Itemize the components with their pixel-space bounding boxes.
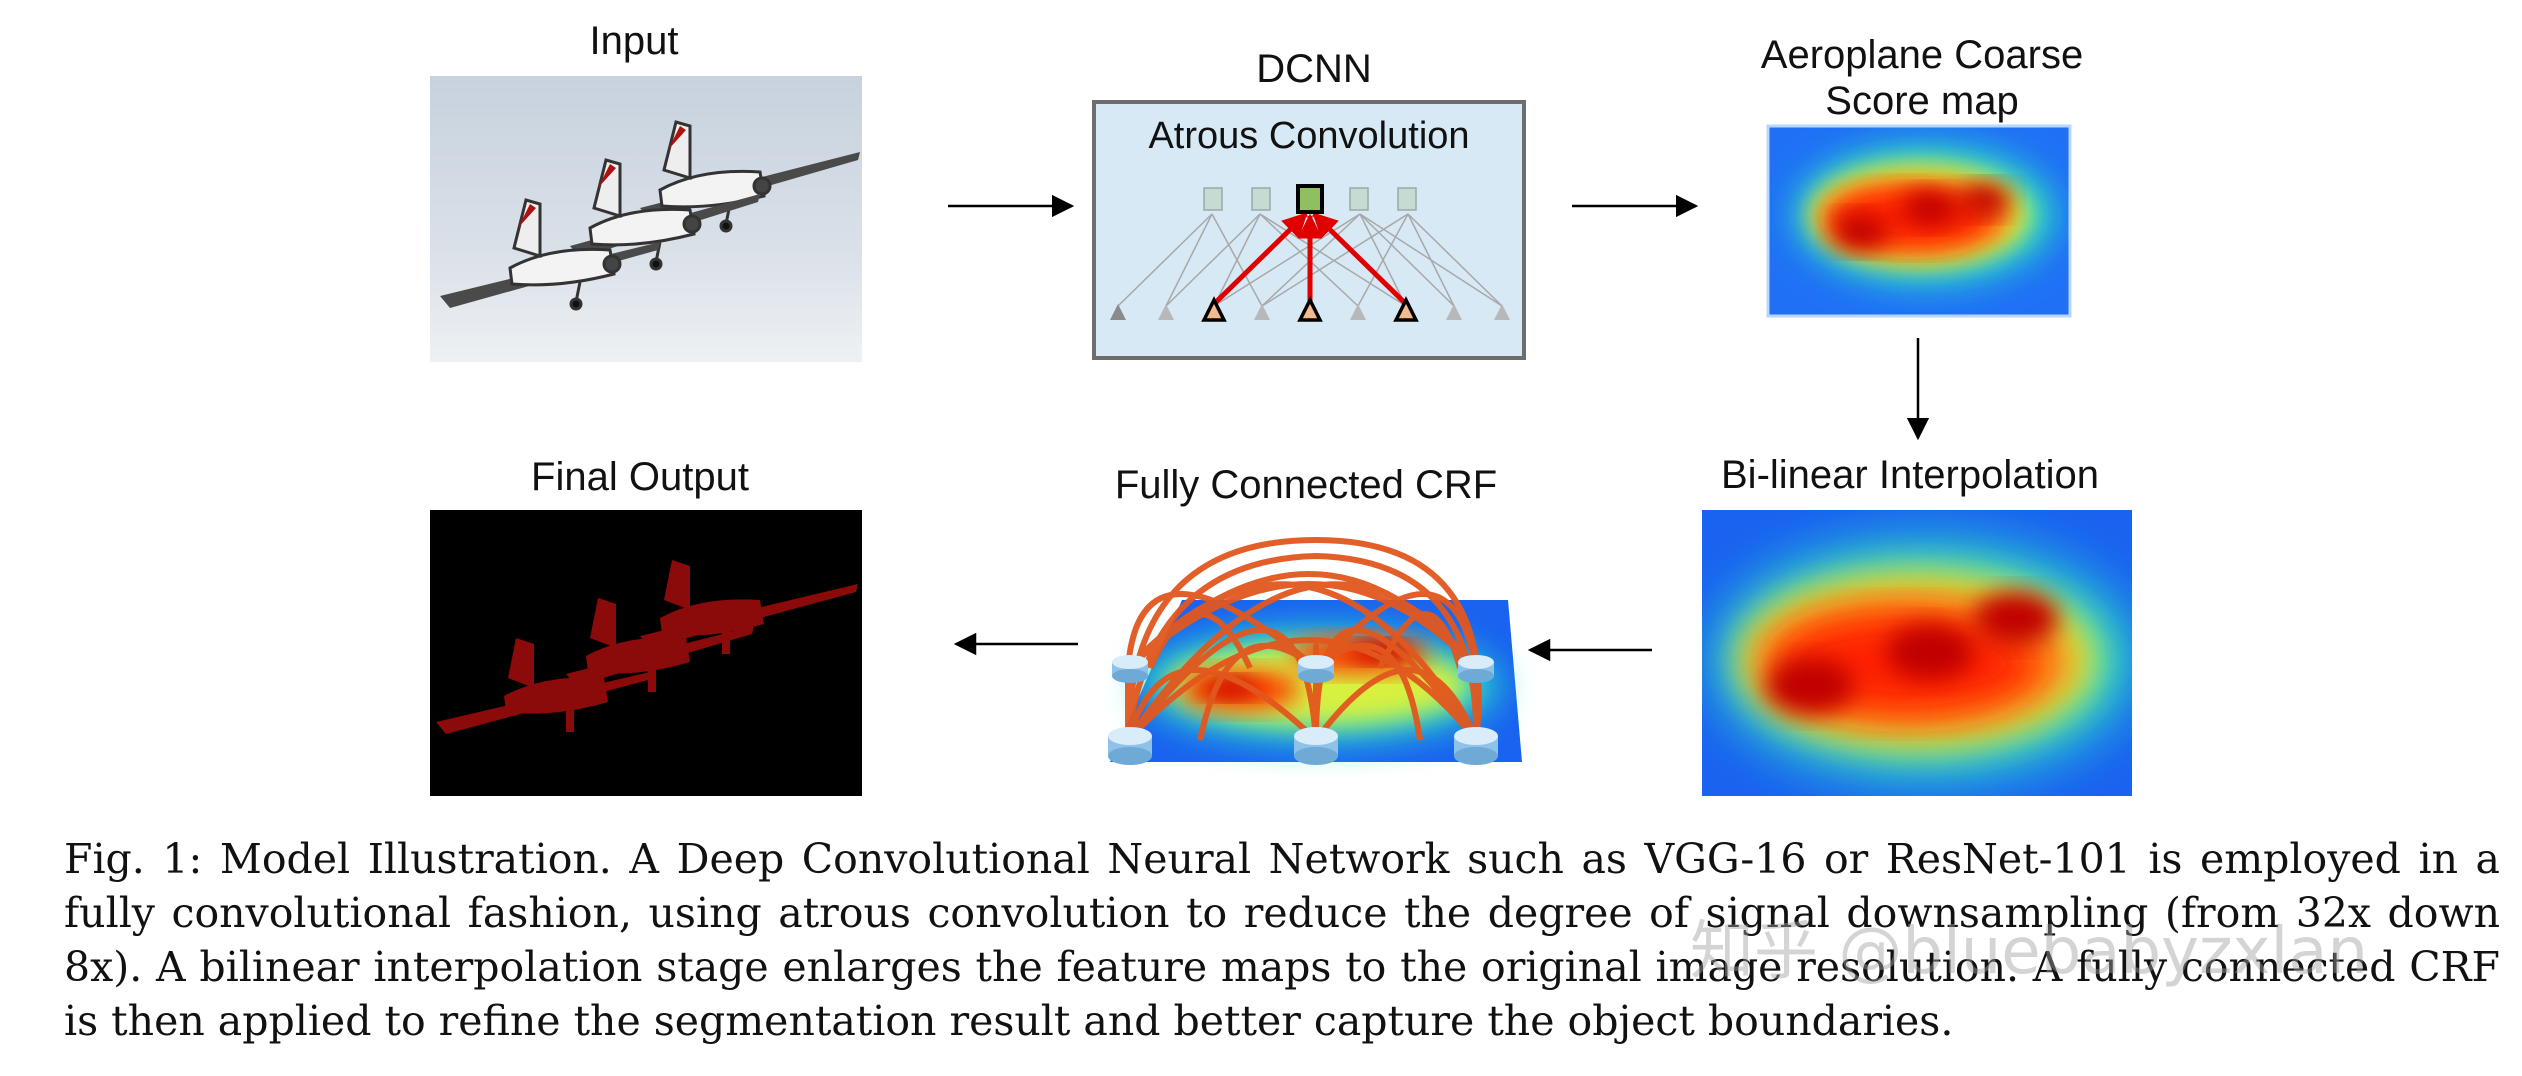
input-stage: Input: [430, 19, 862, 362]
coarse-score-label-line2: Score map: [1825, 79, 2018, 123]
bilinear-label: Bi-linear Interpolation: [1721, 453, 2099, 497]
watermark: 知乎 @bluebabyzxlan: [1690, 915, 2369, 989]
final-output-stage: Final Output: [430, 455, 862, 796]
figure-caption: Fig. 1: Model Illustration. A Deep Convo…: [64, 835, 2500, 1045]
crf-node: [1294, 727, 1338, 765]
bilinear-heatmap: [1702, 510, 2132, 796]
input-label: Input: [590, 19, 679, 63]
dcnn-stage: DCNN Atrous Convolution: [1092, 47, 1526, 360]
final-output-label: Final Output: [531, 455, 749, 499]
atrous-output-nodes: [1203, 184, 1417, 214]
crf-node: [1108, 727, 1152, 765]
input-photo: [430, 76, 862, 362]
atrous-input-nodes: [1110, 296, 1510, 322]
coarse-score-heatmap: [1768, 126, 2070, 316]
crf-stage: Fully Connected CRF: [1108, 463, 1522, 765]
crf-nodes: [1108, 655, 1498, 765]
airplane-icon: [440, 120, 860, 311]
crf-label: Fully Connected CRF: [1115, 463, 1497, 507]
coarse-score-stage: Aeroplane Coarse Score map: [1761, 33, 2083, 318]
atrous-convolution-label: Atrous Convolution: [1148, 115, 1469, 157]
crf-node: [1458, 655, 1494, 683]
atrous-red-connections: [1212, 212, 1408, 306]
coarse-score-label-line1: Aeroplane Coarse: [1761, 33, 2083, 77]
atrous-active-output-node: [1296, 184, 1324, 214]
segmented-airplane-icon: [436, 560, 858, 734]
dcnn-label: DCNN: [1256, 47, 1372, 91]
crf-node: [1298, 655, 1334, 683]
crf-edges: [1125, 536, 1482, 743]
bilinear-stage: Bi-linear Interpolation: [1702, 453, 2132, 796]
crf-node: [1454, 727, 1498, 765]
crf-node: [1112, 655, 1148, 683]
